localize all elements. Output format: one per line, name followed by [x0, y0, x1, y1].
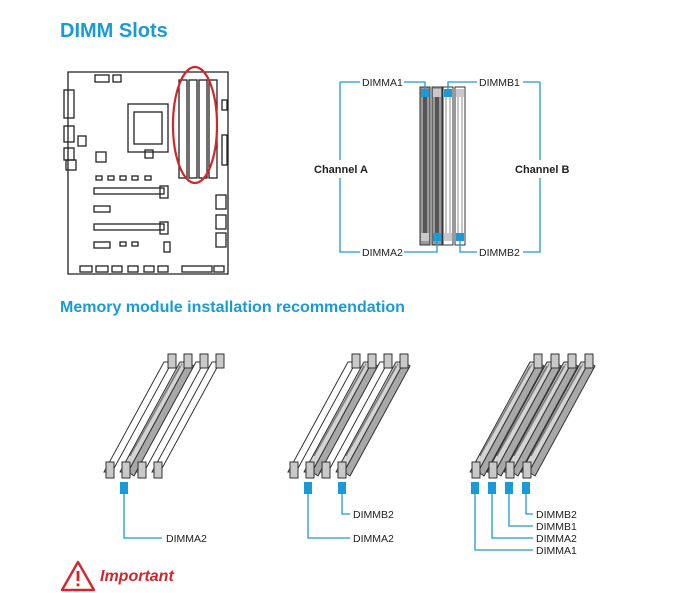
config3-label-dimma1: DIMMA1: [536, 545, 577, 557]
label-dimmb1: DIMMB1: [479, 77, 520, 89]
config3-label-dimmb2: DIMMB2: [536, 509, 577, 521]
config-one-module-illustration: DIMMA2: [103, 353, 225, 545]
channel-slot-diagram: DIMMA1 DIMMA2 DIMMB1 DIMMB2 Channel A Ch…: [312, 77, 570, 259]
label-channel-a: Channel A: [314, 164, 368, 176]
ram-slots-highlight-circle: [171, 65, 219, 185]
config1-label-dimma2: DIMMA2: [166, 533, 207, 545]
section-title-dimm-slots: DIMM Slots: [60, 20, 168, 42]
label-dimma1: DIMMA1: [362, 77, 403, 89]
config3-label-dimmb1: DIMMB1: [536, 521, 577, 533]
label-channel-b: Channel B: [515, 164, 569, 176]
config-two-modules-illustration: DIMMB2 DIMMA2: [287, 353, 411, 545]
config2-label-dimmb2: DIMMB2: [353, 509, 394, 521]
config2-label-dimma2: DIMMA2: [353, 533, 394, 545]
label-dimmb2: DIMMB2: [479, 247, 520, 259]
label-dimma2: DIMMA2: [362, 247, 403, 259]
important-notice-label: Important: [100, 568, 174, 585]
warning-triangle-icon: [60, 560, 96, 592]
config3-label-dimma2: DIMMA2: [536, 533, 577, 545]
section-title-memory-recommendation: Memory module installation recommendatio…: [60, 299, 405, 316]
config-four-modules-illustration: DIMMB2 DIMMB1 DIMMA2 DIMMA1: [469, 353, 596, 557]
motherboard-diagram: [63, 71, 229, 275]
